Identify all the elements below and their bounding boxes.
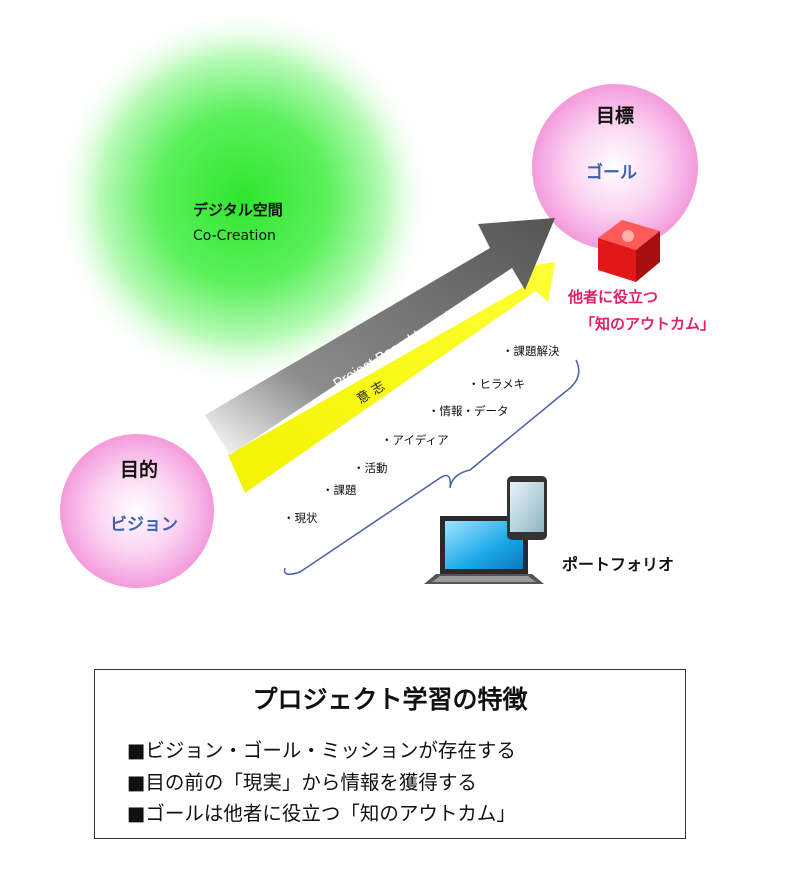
- purpose-subtitle: ビジョン: [110, 515, 178, 535]
- item-genjo: ・現状: [283, 511, 318, 525]
- smartphone-icon: [507, 476, 547, 540]
- item-hirameki: ・ヒラメキ: [468, 377, 526, 391]
- digital-space-cloud: [53, 8, 433, 388]
- item-kadai: ・課題: [322, 483, 357, 497]
- pbl-arrow: [205, 218, 555, 455]
- outcome-line1: 他者に役立つ: [568, 288, 659, 306]
- summary-line-3: ■ゴールは他者に役立つ「知のアウトカム」: [127, 802, 516, 825]
- items-brace: [283, 359, 580, 575]
- cloud-subtitle: Co-Creation: [193, 228, 276, 244]
- outcome-line2: 「知のアウトカム」: [580, 315, 716, 333]
- item-idea: ・アイディア: [381, 433, 449, 447]
- will-arrow: [228, 262, 555, 493]
- item-katsudo: ・活動: [353, 461, 388, 475]
- summary-line-1: ■ビジョン・ゴール・ミッションが存在する: [127, 739, 516, 762]
- goal-subtitle: ゴール: [586, 163, 637, 183]
- purpose-circle: [60, 434, 214, 588]
- summary-title: プロジェクト学習の特徴: [252, 685, 528, 714]
- item-joho-data: ・情報・データ: [428, 404, 509, 418]
- laptop-icon: [424, 516, 544, 584]
- purpose-title: 目的: [120, 459, 159, 481]
- item-kadai-kaiketsu: ・課題解決: [502, 344, 560, 358]
- goal-circle: [532, 84, 698, 250]
- summary-box: プロジェクト学習の特徴 ■ビジョン・ゴール・ミッションが存在する ■目の前の「現…: [94, 669, 686, 839]
- cloud-title: デジタル空間: [193, 201, 283, 219]
- goal-title: 目標: [596, 105, 635, 127]
- red-cube-icon: [598, 220, 660, 282]
- summary-line-2: ■目の前の「現実」から情報を獲得する: [127, 771, 477, 794]
- portfolio-label: ポートフォリオ: [562, 555, 675, 574]
